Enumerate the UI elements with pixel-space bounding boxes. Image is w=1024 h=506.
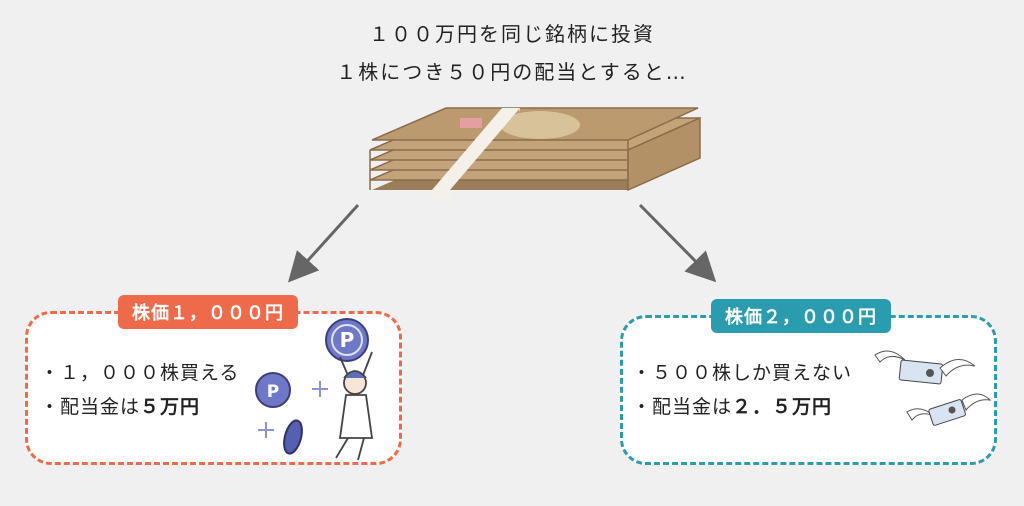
money-stack-icon [369, 107, 701, 200]
left-scenario-card [25, 311, 402, 465]
left-dividend-label: ・配当金は [40, 396, 141, 418]
right-line-dividend: ・配当金は２．５万円 [632, 392, 832, 419]
right-dividend-label: ・配当金は [632, 396, 733, 418]
left-price-badge: 株価１，０００円 [118, 295, 298, 329]
arrow-down-right-icon [638, 203, 717, 283]
right-line-shares: ・５００株しか買えない [632, 362, 853, 384]
left-line-dividend: ・配当金は５万円 [40, 392, 200, 419]
left-dividend-value: ５万円 [140, 396, 201, 418]
header-line-1: １００万円を同じ銘柄に投資 [369, 22, 655, 46]
right-price-badge: 株価２，０００円 [711, 299, 891, 333]
right-dividend-value: ２．５万円 [732, 396, 833, 418]
header-line-2: １株につき５０円の配当とすると… [336, 60, 688, 84]
left-line-shares: ・１，０００株買える [40, 362, 240, 384]
arrow-down-left-icon [287, 203, 360, 283]
right-scenario-card [620, 315, 997, 465]
